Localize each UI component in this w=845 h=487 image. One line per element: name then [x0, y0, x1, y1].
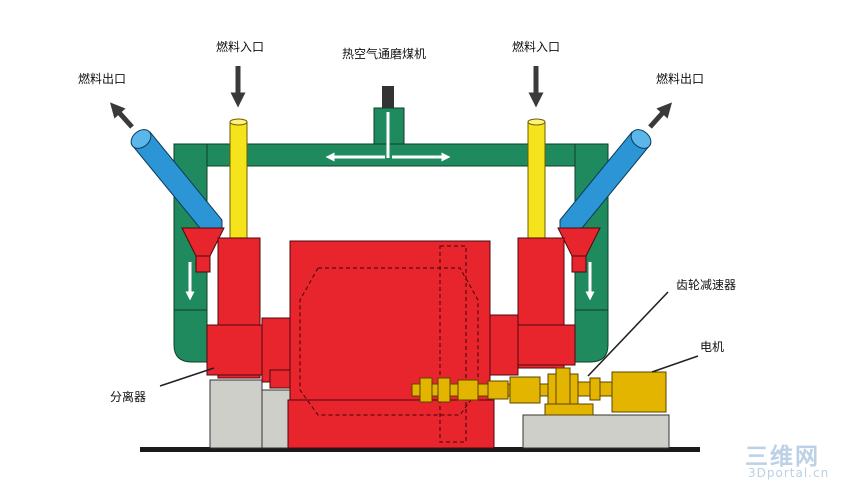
- leader-gear-reducer: [587, 291, 669, 377]
- motor: [611, 371, 667, 413]
- foundation-left: [209, 379, 263, 449]
- drive-shaft: [411, 376, 561, 404]
- leader-motor: [651, 355, 699, 373]
- watermark-domain: 3Dportal.cn: [748, 466, 830, 480]
- label-gear-reducer: 齿轮减速器: [676, 278, 737, 292]
- label-motor: 电机: [700, 340, 725, 354]
- foundation-left-step: [261, 389, 291, 449]
- fuel-inlet-left-pipe: [229, 118, 248, 243]
- leader-separator: [159, 367, 215, 387]
- foundation-right: [522, 414, 670, 449]
- label-separator: 分离器: [110, 390, 147, 404]
- air-inlet-stub: [382, 86, 394, 108]
- arrow-fuel-out-right: [648, 102, 673, 129]
- label-fuel-in-right: 燃料入口: [512, 40, 561, 54]
- label-hot-air: 热空气通磨煤机: [342, 47, 427, 61]
- gear-reducer: [544, 367, 615, 416]
- label-fuel-out-right: 燃料出口: [656, 72, 705, 86]
- separator-left: [181, 227, 293, 389]
- ground-line: [140, 447, 700, 452]
- fuel-outlet-left-pipe: [130, 129, 223, 229]
- fuel-inlet-right-pipe: [527, 118, 546, 243]
- mill-drum: [287, 240, 495, 449]
- fuel-outlet-right-pipe: [559, 129, 652, 229]
- label-fuel-in-left: 燃料入口: [216, 40, 265, 54]
- arrow-fuel-out-left: [109, 102, 134, 129]
- watermark-logo: 三维网: [745, 444, 820, 470]
- label-fuel-out-left: 燃料出口: [78, 72, 127, 86]
